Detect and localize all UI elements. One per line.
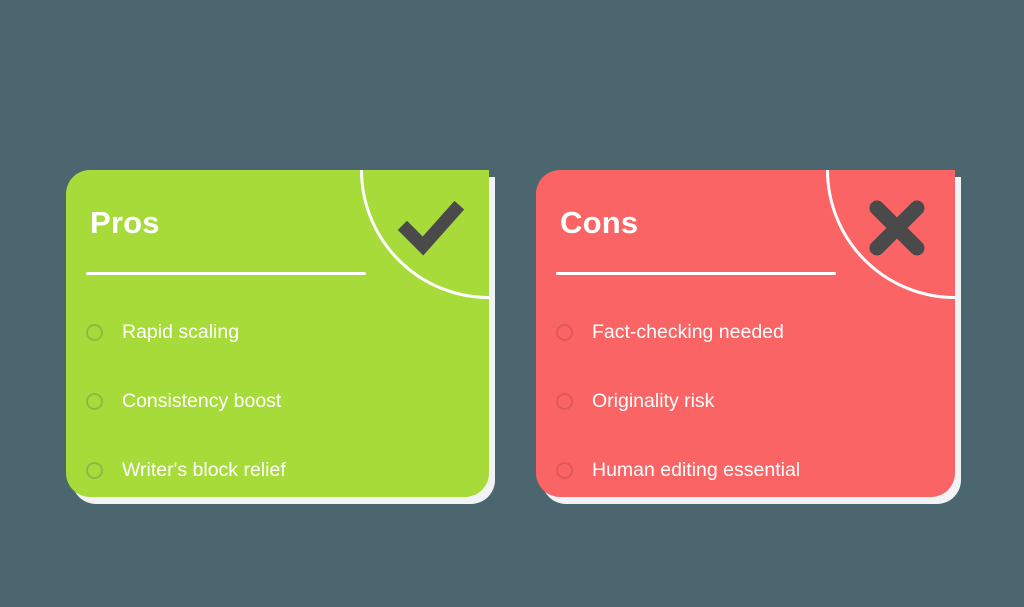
pros-card-title: Pros [90,205,160,240]
cross-icon [861,192,933,264]
list-item: Consistency boost [86,367,471,436]
cons-card: Cons Fact-checking needed Originality ri… [536,170,955,497]
list-item: Fact-checking needed [556,298,937,367]
list-item: Originality risk [556,367,937,436]
cons-card-title: Cons [560,205,639,240]
bullet-circle-icon [86,393,103,410]
list-item: Rapid scaling [86,298,471,367]
check-icon [395,192,467,264]
list-item-label: Writer's block relief [122,458,286,481]
list-item-label: Consistency boost [122,389,282,412]
list-item-label: Fact-checking needed [592,320,784,343]
bullet-circle-icon [556,462,573,479]
bullet-circle-icon [556,393,573,410]
pros-card: Pros Rapid scaling Consistency boost Wri… [66,170,489,497]
cons-card-divider [556,272,836,275]
list-item: Writer's block relief [86,436,471,497]
pros-card-divider [86,272,366,275]
list-item-label: Human editing essential [592,458,801,481]
list-item: Human editing essential [556,436,937,497]
pros-list: Rapid scaling Consistency boost Writer's… [86,298,471,497]
bullet-circle-icon [86,462,103,479]
bullet-circle-icon [556,324,573,341]
list-item-label: Originality risk [592,389,715,412]
cons-list: Fact-checking needed Originality risk Hu… [556,298,937,497]
list-item-label: Rapid scaling [122,320,240,343]
bullet-circle-icon [86,324,103,341]
